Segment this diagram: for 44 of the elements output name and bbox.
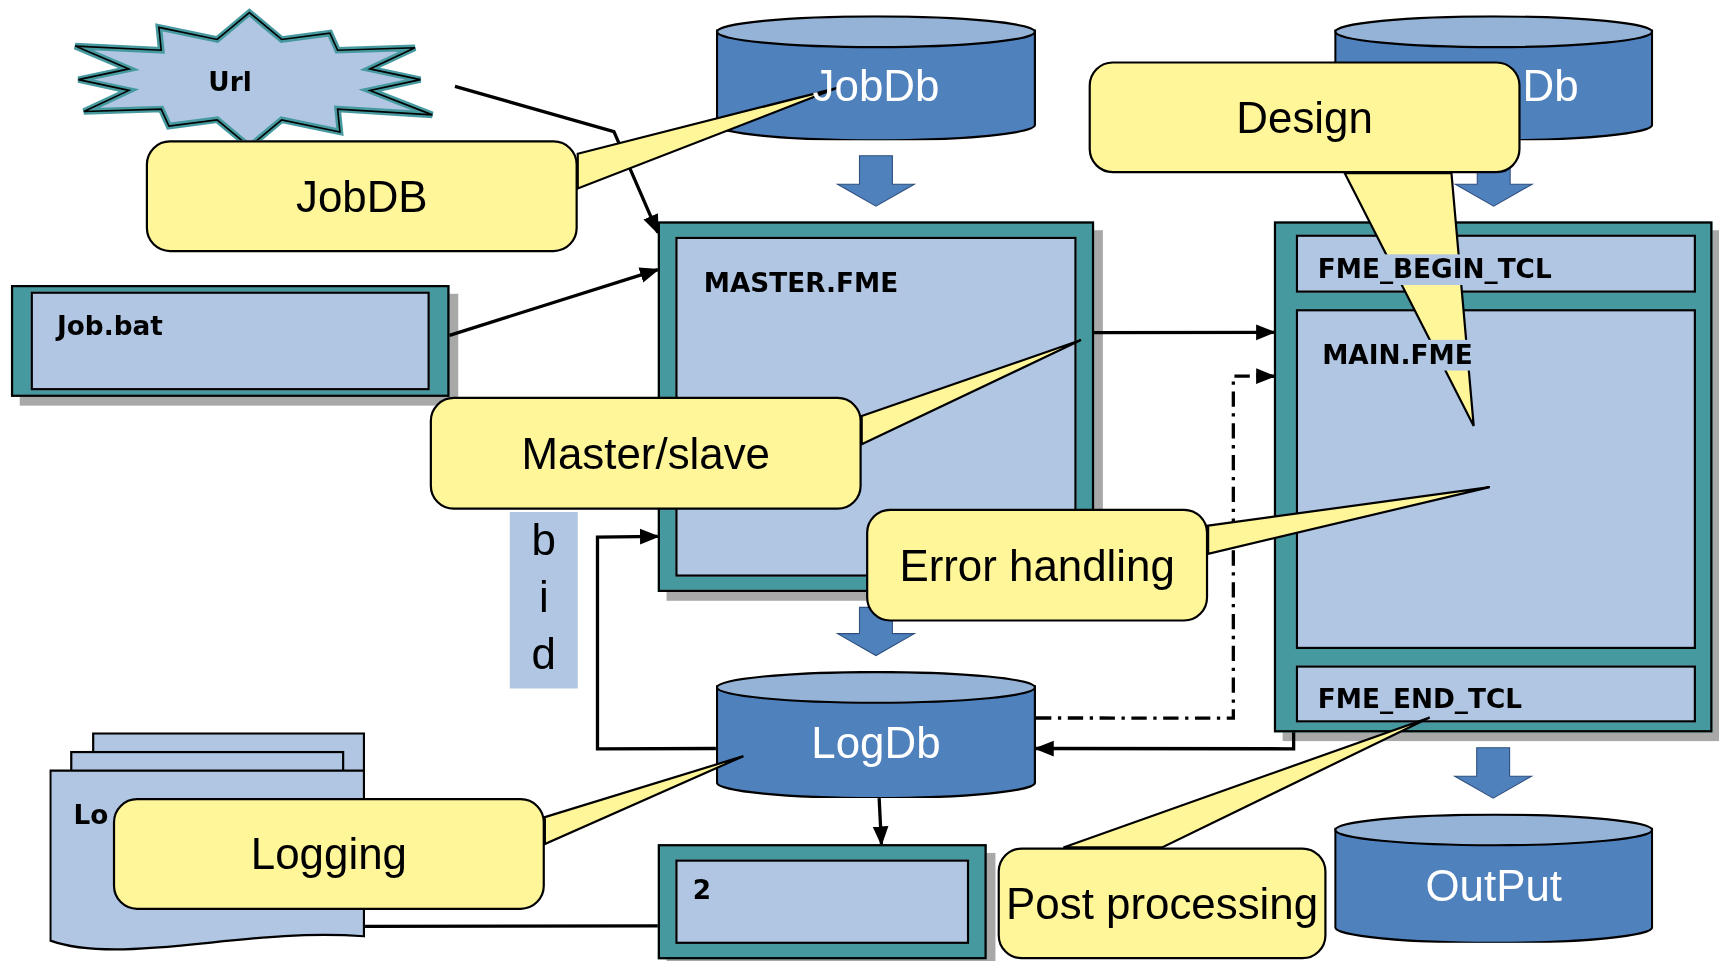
block-arrow [1452,747,1534,799]
arrow [1094,324,1276,341]
node-label: MASTER.FME [703,267,899,299]
callout-tooltip [866,508,1209,622]
callout-text: Design [1236,92,1373,144]
vertical-label: bid [530,514,557,680]
leader-line [1062,716,1431,849]
section-panel [1295,665,1696,723]
callout-tooltip [112,798,545,910]
arrow [1036,368,1276,720]
node-label: JobDb [812,60,940,112]
callout-tooltip [429,396,862,510]
callout-text: JobDB [295,171,428,223]
arrow [449,267,660,337]
section-panel [1295,309,1696,649]
callout-tooltip [1088,61,1521,174]
node-label: Lo [73,800,109,831]
arrow [454,84,660,235]
node-label: OutPut [1425,860,1562,912]
arrow [1034,732,1296,757]
leader-line [1343,172,1475,427]
node-label: FME_BEGIN_TCL [1317,254,1552,286]
callout-tooltip [145,140,578,253]
section-panel [1295,234,1696,293]
leader-line [543,755,745,846]
arrow [595,528,716,751]
arrow [872,798,889,847]
node-label: LogDb [811,717,941,769]
callout-text: Logging [250,828,407,881]
vertical-label-strip [509,511,578,689]
callout-tooltip [997,847,1327,960]
leader-line [1207,486,1491,556]
block-arrow [835,606,917,657]
node-label: Url [208,66,252,98]
node-label: Job.bat [57,311,163,343]
block-arrow [835,155,917,207]
leader-line [576,86,839,190]
callout-text: Master/slave [521,428,770,480]
callout-text: Error handling [899,540,1175,592]
leader-line [860,338,1083,447]
node-label: MAIN.FME [1322,339,1473,371]
node-label: Db [1522,60,1579,112]
callout-text: Post processing [1006,878,1319,930]
node-label: 2 [692,874,712,906]
